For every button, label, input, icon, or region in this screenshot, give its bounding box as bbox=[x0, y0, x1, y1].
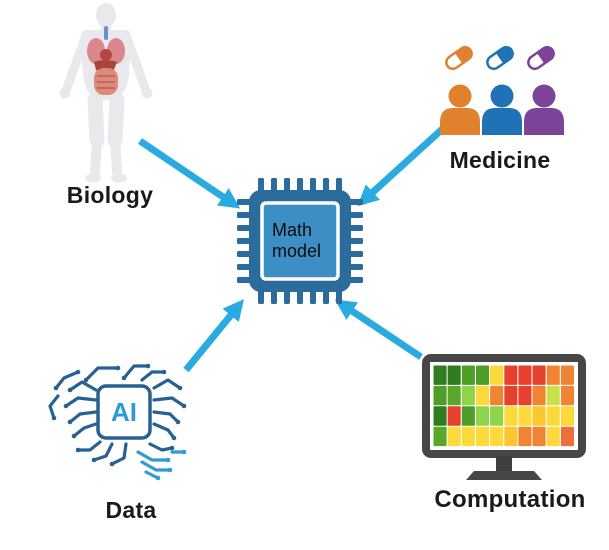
lung-right bbox=[107, 38, 125, 64]
chip-inner-square bbox=[260, 201, 340, 281]
person-icon-blue bbox=[482, 84, 522, 135]
person-icon-orange bbox=[440, 84, 480, 135]
arrow-biology-to-model bbox=[138, 138, 241, 209]
computation-label: Computation bbox=[434, 486, 586, 513]
trachea bbox=[104, 26, 108, 40]
intestine-lines bbox=[97, 75, 115, 89]
chip-pins bbox=[237, 178, 363, 304]
circuit-dots-light bbox=[155, 449, 187, 481]
person-icon-purple bbox=[524, 84, 564, 135]
ai-brain-icon bbox=[48, 363, 187, 481]
biology-label: Biology bbox=[66, 182, 154, 208]
circuit-traces-light bbox=[136, 450, 186, 480]
medicine-label: Medicine bbox=[449, 147, 551, 173]
pill-icon-orange bbox=[445, 45, 473, 71]
monitor-stand bbox=[496, 456, 512, 471]
body-head bbox=[96, 3, 116, 27]
heart bbox=[100, 49, 112, 61]
body-organs bbox=[87, 26, 125, 95]
monitor-heatmap-icon bbox=[422, 354, 586, 480]
math-model-label: Math model bbox=[272, 220, 322, 261]
ai-label: AI bbox=[111, 396, 137, 427]
heatmap-grid bbox=[433, 365, 574, 447]
data-label: Data bbox=[105, 497, 157, 523]
arrow-data-to-model bbox=[183, 299, 244, 373]
pill-icon-blue bbox=[486, 45, 514, 71]
pill-icon-purple bbox=[527, 45, 555, 71]
human-anatomy-icon bbox=[59, 3, 153, 183]
circuit-dots-dark bbox=[51, 363, 187, 467]
arrow-medicine-to-model bbox=[357, 120, 452, 207]
ai-square bbox=[96, 384, 152, 440]
body-limbs bbox=[62, 33, 150, 177]
circuit-traces-dark bbox=[48, 364, 186, 466]
arrow-computation-to-model bbox=[334, 299, 423, 360]
medicine-icon bbox=[440, 45, 564, 135]
lung-left bbox=[87, 38, 105, 64]
math-model-chip-icon bbox=[237, 178, 363, 304]
monitor-base bbox=[466, 471, 542, 480]
